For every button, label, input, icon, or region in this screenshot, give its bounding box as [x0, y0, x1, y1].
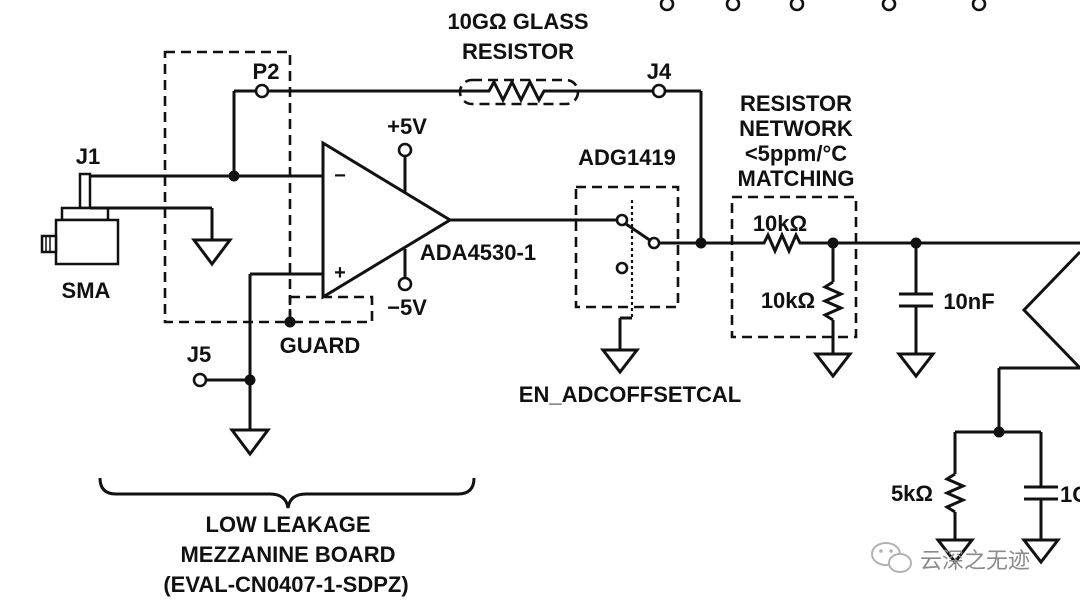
wechat-icon: [871, 542, 912, 573]
network-label-line3: <5ppm/°C: [745, 141, 847, 166]
feedback-path: [232, 78, 703, 243]
positive-supply-label: +5V: [387, 114, 427, 139]
switch-terminal-b: [615, 261, 629, 275]
feedback-junction: [695, 237, 707, 249]
glass-resistor-label-line1: 10GΩ GLASS: [447, 9, 588, 34]
guard-label: GUARD: [280, 333, 361, 358]
capacitor-label: 10nF: [943, 289, 994, 314]
glass-resistor-enclosure: [458, 78, 580, 106]
capacitor-ground-icon: [895, 352, 937, 379]
shunt-resistor-label: 10kΩ: [761, 288, 815, 313]
shunt-resistor: [821, 280, 845, 322]
series-resistor-label: 10kΩ: [753, 211, 807, 236]
board-label-line2: MEZZANINE BOARD: [180, 542, 395, 567]
board-label-line3: (EVAL-CN0407-1-SDPZ): [163, 572, 408, 597]
bottom-resistor: [943, 472, 967, 514]
en-signal-label: EN_ADCOFFSETCAL: [519, 382, 741, 407]
network-label-line1: RESISTOR: [740, 91, 852, 116]
switch-enclosure: [574, 185, 680, 309]
j1-label: J1: [76, 144, 100, 169]
p2-terminal: [254, 83, 270, 99]
positive-supply-terminal: [397, 142, 413, 158]
resistor-network-enclosure: [730, 195, 858, 339]
glass-resistor-label-line2: RESISTOR: [462, 39, 574, 64]
sma-label: SMA: [62, 278, 111, 303]
j4-label: J4: [647, 59, 672, 84]
guard-node: [284, 316, 296, 328]
bottom-resistor-label: 5kΩ: [891, 481, 933, 506]
opamp-plus-sign: +: [334, 262, 346, 284]
bottom-capacitor-label-partial: 1C: [1060, 482, 1080, 507]
board-brace: [98, 477, 476, 509]
switch-blade: [625, 222, 652, 243]
bottom-capacitor-ground-icon: [1020, 538, 1062, 565]
sma-connector: [40, 172, 120, 266]
board-label-line1: LOW LEAKAGE: [206, 512, 371, 537]
switch-terminal-a: [615, 213, 629, 227]
switch-ground-icon: [599, 348, 641, 375]
p2-label: P2: [253, 59, 280, 84]
j4-terminal: [651, 83, 667, 99]
network-ground-icon: [812, 352, 854, 379]
series-resistor: [756, 231, 808, 255]
negative-supply-label: −5V: [387, 295, 427, 320]
guard-enclosure: [163, 50, 292, 324]
switch-label: ADG1419: [578, 145, 676, 170]
network-label-line2: NETWORK: [739, 116, 853, 141]
bottom-resistor-ground-icon: [934, 538, 976, 565]
network-label-line4: MATCHING: [738, 166, 855, 191]
sma-ground-icon: [191, 238, 233, 267]
j5-terminal: [192, 372, 208, 388]
input-node: [228, 170, 240, 182]
opamp-symbol: [321, 140, 453, 300]
input-ground-icon: [229, 428, 271, 457]
j5-node: [244, 374, 256, 386]
opamp-minus-sign: −: [334, 165, 346, 187]
j5-label: J5: [187, 342, 211, 367]
guard-enclosure-extension: [288, 295, 374, 324]
adc-driver-symbol-partial: [1021, 250, 1080, 370]
opamp-label: ADA4530-1: [420, 240, 536, 265]
top-terminals: [659, 0, 987, 12]
negative-supply-terminal: [397, 276, 413, 292]
watermark-text: 云深之无迹: [920, 549, 1030, 574]
